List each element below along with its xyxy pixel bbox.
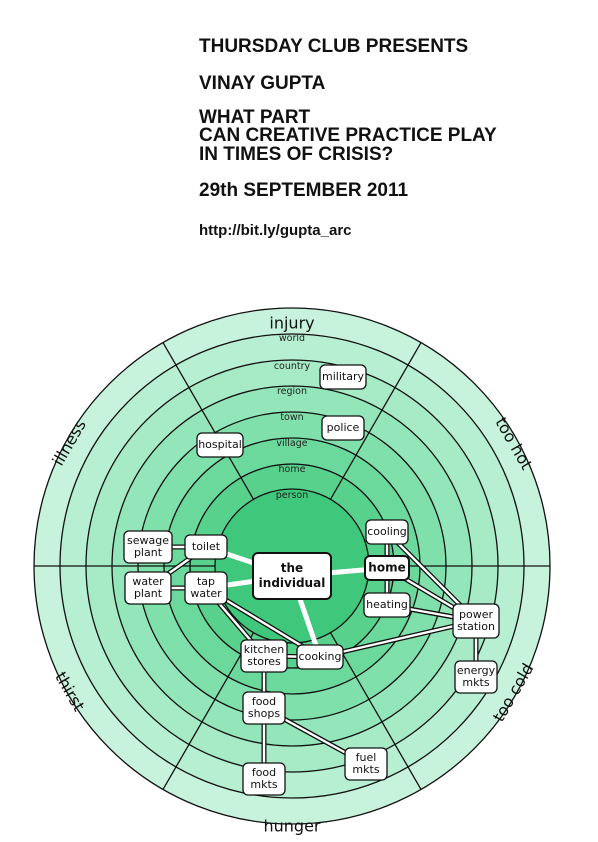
sector-label-bottom: hunger — [264, 817, 321, 836]
node-label: hospital — [198, 438, 242, 451]
node-box — [242, 762, 286, 796]
node-label: cooking — [299, 650, 342, 663]
node-label: the — [281, 561, 303, 575]
node-label: police — [327, 421, 360, 434]
node-cooling: cooling — [365, 519, 409, 545]
node-label: individual — [259, 576, 326, 590]
ring-label-world: world — [279, 333, 305, 344]
ring-labels: world country region town village home person — [274, 333, 311, 501]
node-box — [196, 432, 244, 458]
node-box — [242, 691, 286, 725]
node-box — [344, 747, 388, 781]
sector-label-top: injury — [269, 314, 314, 333]
node-police: police — [321, 415, 365, 441]
node-hospital: hospital — [196, 432, 244, 458]
ring-label-region: region — [277, 386, 307, 397]
sector-divider-0 — [162, 342, 255, 500]
node-toilet: toilet — [184, 534, 228, 560]
node-label: stores — [247, 655, 281, 668]
crisis-diagram: worldcountryregiontownvillagehomeperson … — [33, 307, 551, 836]
node-label: mkts — [462, 676, 489, 689]
ring-label-village: village — [276, 438, 307, 449]
node-label: sewage — [127, 534, 169, 547]
node-box — [321, 415, 365, 441]
ring-label-home: home — [279, 464, 306, 475]
title-presenter-line: THURSDAY CLUB PRESENTS — [199, 36, 469, 57]
node-label: mkts — [250, 778, 277, 791]
sector-divider-3 — [329, 632, 422, 790]
node-box — [296, 644, 344, 670]
node-box — [184, 534, 228, 560]
sector-divider-4 — [162, 632, 255, 790]
node-box — [454, 660, 498, 694]
node-label: home — [368, 561, 405, 575]
node-box — [123, 530, 173, 564]
node-label: water — [132, 575, 164, 588]
node-military: military — [319, 364, 367, 390]
node-cooking: cooking — [296, 644, 344, 670]
sector-divider-1 — [329, 342, 422, 500]
title-question-line2: CAN CREATIVE PRACTICE PLAY — [199, 125, 497, 146]
title-question-line1: WHAT PART — [199, 107, 311, 128]
node-heating: heating — [363, 592, 411, 618]
node-label: mkts — [352, 763, 379, 776]
node-label: kitchen — [244, 643, 285, 656]
node-label: tap — [197, 575, 215, 588]
node-label: station — [457, 620, 495, 633]
title-speaker: VINAY GUPTA — [199, 73, 326, 94]
node-label: water — [190, 587, 222, 600]
node-label: power — [459, 608, 493, 621]
node-label: cooling — [367, 525, 407, 538]
event-link[interactable]: http://bit.ly/gupta_arc — [199, 222, 352, 239]
node-box — [184, 571, 228, 605]
ring-label-town: town — [280, 412, 303, 423]
node-label: plant — [134, 546, 163, 559]
ring-label-country: country — [274, 361, 311, 372]
node-box — [452, 603, 500, 639]
title-question-line3: IN TIMES OF CRISIS? — [199, 144, 394, 165]
link-cooking-to-power-station — [319, 618, 477, 660]
node-box — [363, 592, 411, 618]
node-label: plant — [134, 587, 163, 600]
node-label: shops — [248, 707, 280, 720]
ring-label-person: person — [276, 490, 309, 501]
node-box — [252, 552, 332, 600]
node-label: heating — [366, 598, 408, 611]
node-box — [364, 555, 410, 581]
node-box — [124, 571, 172, 605]
node-home: home — [364, 555, 410, 581]
node-box — [319, 364, 367, 390]
node-box — [240, 639, 288, 673]
node-label: toilet — [192, 540, 221, 553]
node-label: fuel — [356, 751, 377, 764]
node-box — [365, 519, 409, 545]
event-date: 29th SEPTEMBER 2011 — [199, 180, 409, 201]
node-label: military — [322, 370, 364, 383]
node-label: food — [252, 766, 276, 779]
node-label: energy — [457, 664, 496, 677]
node-label: food — [252, 695, 276, 708]
